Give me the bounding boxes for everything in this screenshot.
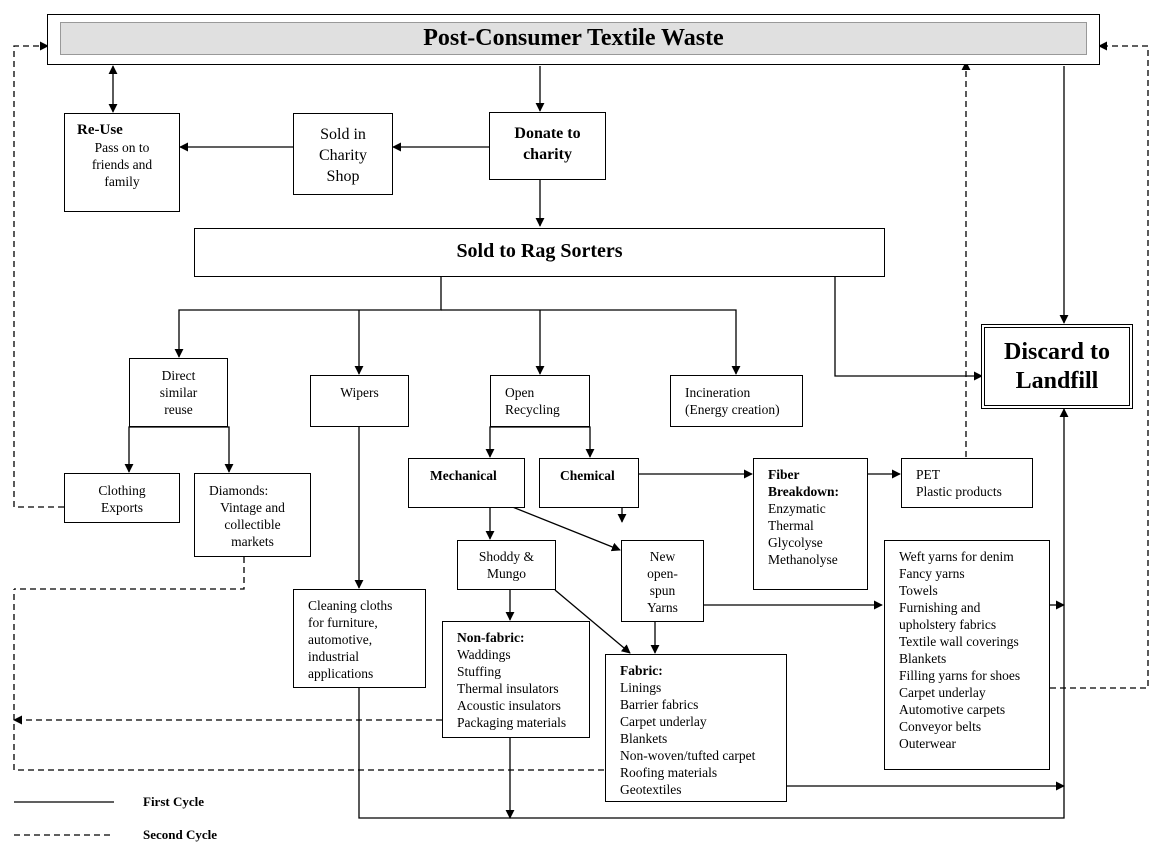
cleaning-line-4: industrial bbox=[308, 649, 359, 664]
mechanical-box: Mechanical bbox=[408, 458, 525, 508]
yarn-use-item: Conveyor belts bbox=[899, 719, 982, 734]
yarn-uses-box: Weft yarns for denim Fancy yarns Towels … bbox=[884, 540, 1050, 770]
new-yarns-line-2: open- bbox=[647, 566, 678, 581]
mechanical-label: Mechanical bbox=[430, 468, 497, 483]
fiber-breakdown-item: Glycolyse bbox=[768, 535, 823, 550]
clothing-exports-line-1: Clothing bbox=[98, 483, 146, 498]
fabric-item: Roofing materials bbox=[620, 765, 718, 780]
non-fabric-item: Acoustic insulators bbox=[457, 698, 561, 713]
non-fabric-item: Stuffing bbox=[457, 664, 502, 679]
direct-reuse-line-1: Direct bbox=[161, 368, 196, 383]
rag-sorters-label: Sold to Rag Sorters bbox=[456, 240, 623, 262]
diamonds-box: Diamonds: Vintage and collectible market… bbox=[194, 473, 311, 557]
non-fabric-item: Waddings bbox=[457, 647, 511, 662]
fabric-item: Linings bbox=[620, 680, 662, 695]
non-fabric-heading: Non-fabric: bbox=[457, 630, 525, 645]
shoddy-line-1: Shoddy & bbox=[478, 549, 535, 564]
open-recycling-line-2: Recycling bbox=[505, 402, 560, 417]
reuse-line-2: friends and bbox=[91, 157, 153, 172]
diamonds-line-4: markets bbox=[231, 534, 274, 549]
legend-second-cycle: Second Cycle bbox=[143, 827, 218, 842]
fiber-breakdown-heading-2: Breakdown: bbox=[768, 484, 840, 499]
chemical-label: Chemical bbox=[560, 468, 615, 483]
fabric-item: Non-woven/tufted carpet bbox=[620, 748, 756, 763]
fiber-breakdown-item: Methanolyse bbox=[768, 552, 838, 567]
reuse-line-1: Pass on to bbox=[94, 140, 150, 155]
fabric-item: Barrier fabrics bbox=[620, 697, 699, 712]
yarn-use-item: Textile wall coverings bbox=[899, 634, 1019, 649]
yarn-use-item: Towels bbox=[899, 583, 938, 598]
fabric-item: Blankets bbox=[620, 731, 668, 746]
reuse-box: Re-Use Pass on to friends and family bbox=[64, 113, 180, 212]
reuse-line-3: family bbox=[104, 174, 140, 189]
diagram-title: Post-Consumer Textile Waste bbox=[60, 22, 1087, 55]
fabric-heading: Fabric: bbox=[620, 663, 663, 678]
non-fabric-box: Non-fabric: Waddings Stuffing Thermal in… bbox=[442, 621, 590, 738]
yarn-use-item: Weft yarns for denim bbox=[899, 549, 1014, 564]
fiber-breakdown-item: Enzymatic bbox=[768, 501, 826, 516]
pet-line-1: PET bbox=[916, 467, 941, 482]
yarn-use-item: Blankets bbox=[899, 651, 947, 666]
fiber-breakdown-item: Thermal bbox=[768, 518, 814, 533]
new-yarns-line-3: spun bbox=[649, 583, 676, 598]
diamonds-line-1: Diamonds: bbox=[209, 483, 269, 498]
yarn-use-item: Automotive carpets bbox=[899, 702, 1006, 717]
yarn-use-item: Fancy yarns bbox=[899, 566, 965, 581]
incineration-line-2: (Energy creation) bbox=[685, 402, 780, 417]
yarn-use-item: Carpet underlay bbox=[899, 685, 986, 700]
legend-first-cycle: First Cycle bbox=[143, 794, 205, 809]
charity-shop-box: Sold in Charity Shop bbox=[293, 113, 393, 195]
cleaning-line-3: automotive, bbox=[308, 632, 373, 647]
non-fabric-item: Thermal insulators bbox=[457, 681, 559, 696]
pet-line-2: Plastic products bbox=[916, 484, 1002, 499]
shoddy-line-2: Mungo bbox=[486, 566, 526, 581]
rag-sorters-box: Sold to Rag Sorters bbox=[194, 228, 885, 277]
yarn-use-item: Furnishing and bbox=[899, 600, 981, 615]
clothing-exports-box: Clothing Exports bbox=[64, 473, 180, 523]
charity-shop-line-3: Shop bbox=[326, 168, 360, 185]
new-yarns-line-1: New bbox=[649, 549, 676, 564]
reuse-heading: Re-Use bbox=[77, 122, 123, 138]
fabric-box: Fabric: Linings Barrier fabrics Carpet u… bbox=[605, 654, 787, 802]
fiber-breakdown-box: Fiber Breakdown: Enzymatic Thermal Glyco… bbox=[753, 458, 868, 590]
clothing-exports-line-2: Exports bbox=[101, 500, 143, 515]
diamonds-line-3: collectible bbox=[224, 517, 281, 532]
shoddy-mungo-box: Shoddy & Mungo bbox=[457, 540, 556, 590]
yarn-use-item: Filling yarns for shoes bbox=[899, 668, 1021, 683]
donate-line-1: Donate to bbox=[514, 125, 581, 142]
open-recycling-line-1: Open bbox=[505, 385, 535, 400]
donate-line-2: charity bbox=[523, 146, 572, 163]
fabric-item: Geotextiles bbox=[620, 782, 682, 797]
incineration-line-1: Incineration bbox=[685, 385, 751, 400]
pet-box: PET Plastic products bbox=[901, 458, 1033, 508]
charity-shop-line-1: Sold in bbox=[320, 126, 366, 143]
fabric-item: Carpet underlay bbox=[620, 714, 707, 729]
fiber-breakdown-heading-1: Fiber bbox=[768, 467, 800, 482]
direct-reuse-box: Direct similar reuse bbox=[129, 358, 228, 427]
chemical-box: Chemical bbox=[539, 458, 639, 508]
wipers-label: Wipers bbox=[340, 385, 379, 400]
donate-box: Donate to charity bbox=[489, 112, 606, 180]
landfill-line-1: Discard to bbox=[1004, 339, 1110, 365]
post-consumer-textile-waste-box: Post-Consumer Textile Waste bbox=[47, 14, 1100, 65]
non-fabric-item: Packaging materials bbox=[457, 715, 567, 730]
landfill-box: Discard to Landfill bbox=[981, 324, 1133, 409]
charity-shop-line-2: Charity bbox=[319, 147, 367, 164]
direct-reuse-line-3: reuse bbox=[164, 402, 193, 417]
open-recycling-box: Open Recycling bbox=[490, 375, 590, 427]
new-yarns-line-4: Yarns bbox=[647, 600, 678, 615]
landfill-line-2: Landfill bbox=[1015, 368, 1099, 394]
direct-reuse-line-2: similar bbox=[159, 385, 198, 400]
wipers-box: Wipers bbox=[310, 375, 409, 427]
cleaning-line-5: applications bbox=[308, 666, 374, 681]
cleaning-cloths-box: Cleaning cloths for furniture, automotiv… bbox=[293, 589, 426, 688]
yarn-use-item: Outerwear bbox=[899, 736, 956, 751]
new-yarns-box: New open- spun Yarns bbox=[621, 540, 704, 622]
diamonds-line-2: Vintage and bbox=[220, 500, 285, 515]
cleaning-line-2: for furniture, bbox=[308, 615, 378, 630]
yarn-use-item: upholstery fabrics bbox=[899, 617, 997, 632]
cleaning-line-1: Cleaning cloths bbox=[308, 598, 393, 613]
incineration-box: Incineration (Energy creation) bbox=[670, 375, 803, 427]
